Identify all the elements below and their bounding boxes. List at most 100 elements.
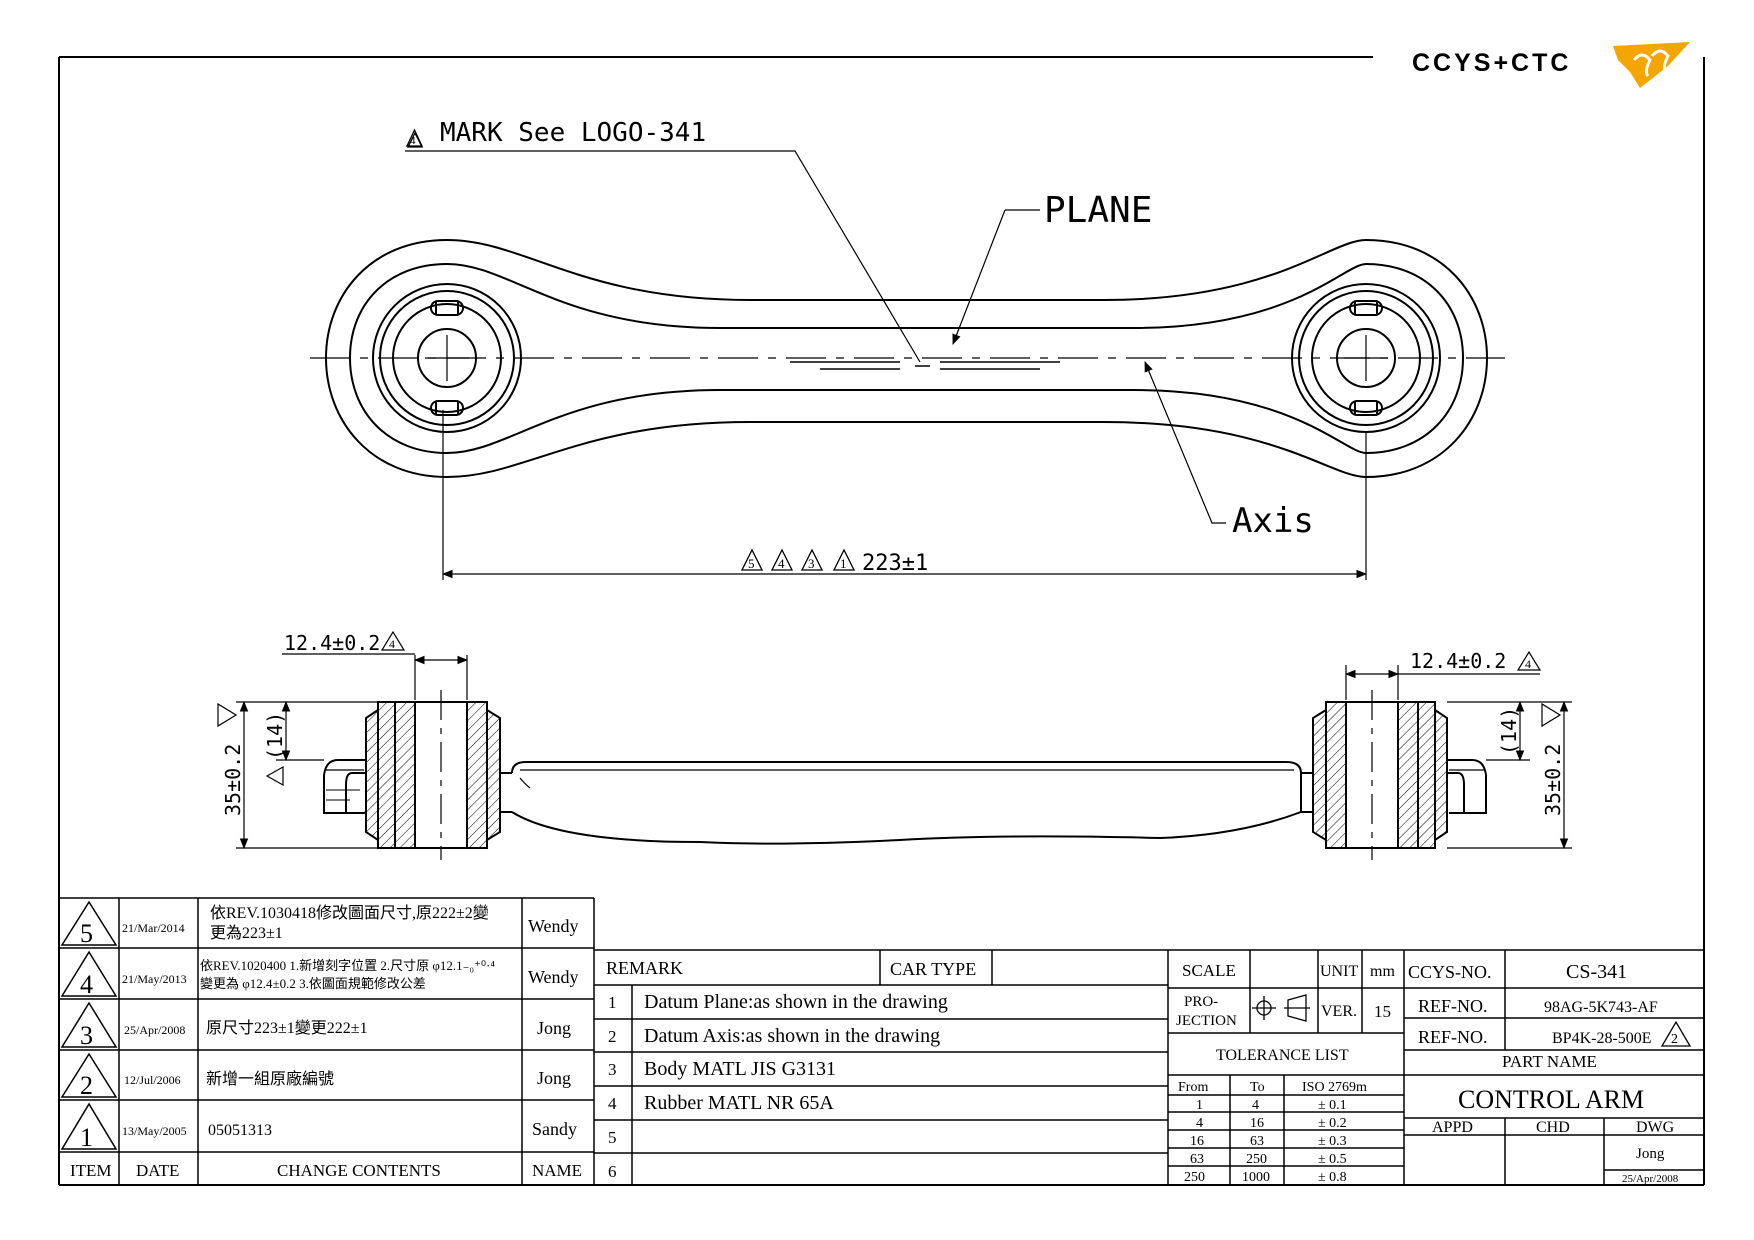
dwg-value: Jong	[1636, 1146, 1665, 1162]
rev-name-2: Jong	[537, 1068, 571, 1088]
part-name-label: PART NAME	[1502, 1052, 1597, 1071]
company-logo: CCYS+CTC	[1412, 42, 1690, 88]
remark-no-5: 5	[608, 1128, 617, 1147]
projection-label-1: PRO-	[1184, 994, 1218, 1010]
svg-text:4: 4	[1196, 1116, 1203, 1131]
svg-text:4: 4	[1525, 657, 1531, 671]
length-dim-text: 223±1	[862, 551, 928, 576]
svg-text:3: 3	[808, 556, 815, 571]
left-inner-dim: (14)	[263, 712, 287, 760]
ref-no-value-2: BP4K-28-500E	[1552, 1030, 1652, 1047]
svg-text:250: 250	[1246, 1152, 1267, 1167]
appd-label: APPD	[1432, 1119, 1473, 1136]
svg-text:± 0.1: ± 0.1	[1318, 1098, 1347, 1113]
svg-text:1: 1	[1196, 1098, 1203, 1113]
svg-text:± 0.3: ± 0.3	[1318, 1134, 1347, 1149]
logo-mark	[1613, 42, 1690, 88]
rev-content-5a: 依REV.1030418修改圖面尺寸,原222±2變	[210, 904, 489, 922]
ref-no-rev-2: 2	[1671, 1032, 1678, 1047]
remark-text-1: Datum Plane:as shown in the drawing	[644, 991, 948, 1013]
right-bushing-section	[1301, 701, 1487, 849]
svg-text:5: 5	[748, 556, 755, 571]
svg-text:± 0.8: ± 0.8	[1318, 1170, 1347, 1185]
remark-no-4: 4	[608, 1094, 617, 1113]
rev-item-1: 1	[80, 1123, 93, 1152]
rev-content-3: 原尺寸223±1變更222±1	[206, 1019, 368, 1037]
rev-item-5: 5	[80, 919, 93, 948]
rev-date-1: 13/May/2005	[122, 1124, 187, 1138]
car-type-label: CAR TYPE	[890, 959, 976, 979]
rev-header-contents: CHANGE CONTENTS	[277, 1161, 441, 1180]
right-width-dim: 12.4±0.2	[1410, 649, 1506, 673]
chd-label: CHD	[1536, 1119, 1570, 1136]
scale-label: SCALE	[1182, 961, 1236, 980]
part-name-value: CONTROL ARM	[1458, 1085, 1644, 1114]
dwg-date: 25/Apr/2008	[1622, 1173, 1679, 1185]
ref-no-label-2: REF-NO.	[1418, 1027, 1488, 1047]
svg-text:4: 4	[778, 556, 785, 571]
remark-table: REMARK CAR TYPE 1 2 3 4 5 6 Datum Plane:…	[594, 949, 1704, 1185]
axis-leader	[1144, 361, 1226, 524]
mark-label: MARK See LOGO-341	[440, 118, 706, 148]
length-rev-triangles	[740, 548, 856, 571]
rev-item-3: 3	[80, 1021, 93, 1050]
side-centerlines	[440, 690, 1373, 860]
right-height-dim: 35±0.2	[1541, 744, 1565, 816]
ref-no-value-1: 98AG-5K743-AF	[1544, 999, 1658, 1016]
revision-table: 5 4 3 2 1 21/Mar/2014 21/May/2013 25/Apr…	[59, 897, 595, 1185]
rev-item-4: 4	[80, 970, 93, 999]
remark-label: REMARK	[606, 958, 683, 978]
rev-name-5: Wendy	[528, 916, 579, 936]
rev-item-2: 2	[80, 1071, 93, 1100]
logo-text: CCYS+CTC	[1412, 49, 1571, 77]
svg-text:16: 16	[1190, 1134, 1204, 1149]
left-bushing-section	[323, 701, 512, 849]
svg-text:250: 250	[1184, 1170, 1205, 1185]
svg-text:1: 1	[840, 556, 847, 571]
tolerance-title: TOLERANCE LIST	[1216, 1047, 1349, 1064]
rev-date-2: 12/Jul/2006	[124, 1073, 181, 1087]
rev-content-2: 新增一組原廠編號	[206, 1069, 334, 1088]
tol-header-iso: ISO 2769m	[1302, 1080, 1367, 1095]
plane-label: PLANE	[1044, 190, 1152, 231]
mark-leader	[405, 150, 921, 363]
rev-name-1: Sandy	[532, 1119, 577, 1139]
svg-text:63: 63	[1250, 1134, 1264, 1149]
right-inner-dim: (14)	[1497, 707, 1521, 755]
rev-content-4b: 變更為 φ12.4±0.2 3.依圖面規範修改公差	[200, 976, 426, 991]
svg-text:± 0.2: ± 0.2	[1318, 1116, 1347, 1131]
left-height-dim: 35±0.2	[221, 744, 245, 816]
arm-outer-outline	[324, 238, 1489, 479]
axis-label: Axis	[1232, 501, 1314, 541]
unit-label: UNIT	[1320, 963, 1358, 980]
side-view	[323, 701, 1487, 849]
remark-text-3: Body MATL JIS G3131	[644, 1058, 836, 1080]
remark-no-1: 1	[608, 993, 617, 1012]
mark-rev-triangle: 4	[405, 128, 424, 148]
side-dimensions	[236, 653, 1572, 850]
arm-body-side	[511, 761, 1302, 845]
side-dimension-texts: 12.4±0.2 4 12.4±0.2 4 35±0.2 (14) 35±0.2…	[217, 630, 1565, 816]
rev-date-4: 21/May/2013	[122, 972, 187, 986]
ref-no-label-1: REF-NO.	[1418, 996, 1488, 1016]
svg-text:63: 63	[1190, 1152, 1204, 1167]
rev-content-4a: 依REV.1020400 1.新增刻字位置 2.尺寸原 φ12.1₋₀⁺⁰·⁴	[200, 958, 495, 973]
rev-content-5b: 更為223±1	[210, 924, 283, 942]
length-dimension: 5 4 3 1 223±1	[441, 548, 1368, 579]
tol-header-from: From	[1178, 1080, 1208, 1095]
rev-header-name: NAME	[532, 1161, 582, 1180]
rev-header-date: DATE	[136, 1161, 179, 1180]
top-annotations: 4 MARK See LOGO-341 PLANE Axis	[405, 118, 1314, 541]
rev-date-5: 21/Mar/2014	[122, 921, 185, 935]
remark-no-3: 3	[608, 1060, 617, 1079]
svg-text:4: 4	[389, 637, 395, 651]
drawing-frame	[58, 56, 1705, 1186]
ccys-no-value: CS-341	[1566, 961, 1627, 983]
ver-value: 15	[1374, 1002, 1391, 1021]
rev-date-3: 25/Apr/2008	[124, 1023, 185, 1037]
svg-text:4: 4	[1252, 1098, 1259, 1113]
rev-header-item: ITEM	[70, 1161, 112, 1180]
title-block: SCALE UNIT mm PRO- JECTION VER. 15 TOLER…	[1168, 950, 1704, 1185]
dwg-label: DWG	[1636, 1119, 1675, 1136]
